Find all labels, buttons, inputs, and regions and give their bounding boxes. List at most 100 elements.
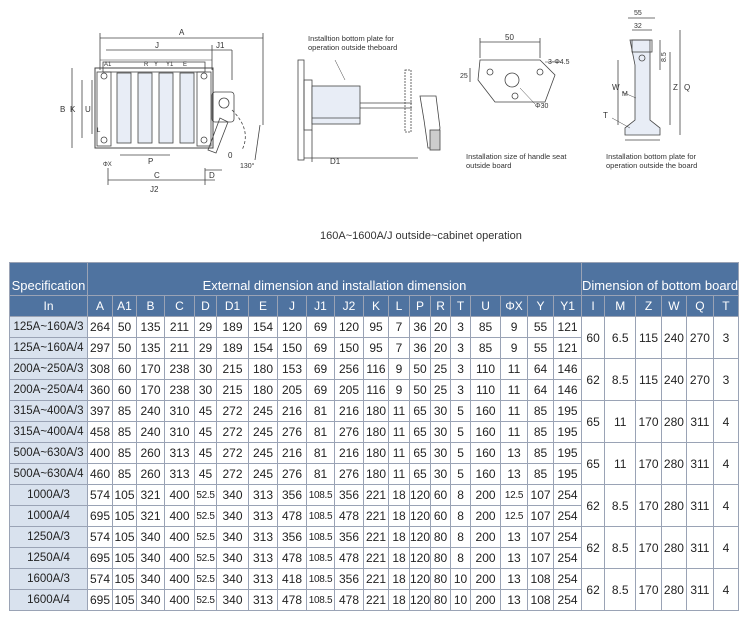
table-cell: 272	[216, 421, 249, 443]
table-cell: 11	[388, 442, 410, 464]
bottom-board-cell: 11	[604, 400, 637, 443]
table-cell: 400	[164, 568, 195, 590]
table-cell: 65	[408, 421, 432, 443]
table-cell: 5	[450, 421, 472, 443]
table-cell: 313	[248, 484, 278, 506]
table-cell: 254	[553, 526, 583, 548]
table-cell: 108	[527, 568, 555, 590]
table-cell: 238	[164, 358, 195, 380]
label-8-5: 8.5	[661, 52, 668, 62]
table-cell: 256	[334, 358, 364, 380]
table-cell: 120	[408, 505, 432, 527]
bottom-board-cell: 3	[712, 316, 740, 359]
table-cell: 276	[334, 421, 364, 443]
bottom-board-cell: 270	[686, 358, 714, 401]
table-cell: 45	[194, 421, 217, 443]
table-cell: 8	[450, 526, 472, 548]
table-cell: 200	[470, 505, 502, 527]
table-cell: 340	[216, 526, 249, 548]
label-K: K	[70, 105, 76, 114]
table-cell: 397	[87, 400, 113, 422]
table-cell: 30	[430, 442, 452, 464]
table-cell: 121	[553, 316, 583, 338]
table-cell: 107	[527, 505, 555, 527]
table-cell: 11	[388, 463, 410, 485]
table-cell: 12.5	[500, 484, 529, 506]
figure-side-labels: D1	[330, 157, 341, 166]
table-cell: 400	[164, 484, 195, 506]
table-cell: 254	[553, 484, 583, 506]
label-50: 50	[505, 33, 514, 42]
table-cell: 272	[216, 400, 249, 422]
table-cell: 120	[408, 568, 432, 590]
table-cell: 478	[277, 589, 307, 611]
label-zero: 0	[228, 151, 233, 160]
table-cell: 695	[87, 547, 113, 569]
table-cell: 7	[388, 337, 410, 359]
figure-handle-labels: 50 25 3-Φ4.5 Φ30	[460, 33, 570, 110]
table-cell: 211	[164, 316, 195, 338]
label-W: W	[612, 83, 620, 92]
label-M: M	[622, 91, 628, 98]
bottom-board-cell: 170	[635, 526, 662, 569]
table-cell: 216	[334, 442, 364, 464]
label-J1: J1	[216, 41, 225, 50]
figure-side-view	[297, 59, 441, 162]
column-header: J	[277, 295, 307, 317]
table-cell: 52.5	[194, 505, 217, 527]
bottom-board-cell: 311	[686, 442, 714, 485]
bottom-board-cell: 4	[712, 442, 740, 485]
table-cell: 95	[363, 316, 389, 338]
table-cell: 69	[306, 358, 335, 380]
figure-handle-seat	[469, 38, 560, 105]
bottom-board-cell: 8.5	[604, 358, 637, 401]
table-cell: 272	[216, 463, 249, 485]
table-cell: 340	[216, 505, 249, 527]
table-cell: 360	[87, 379, 113, 401]
bottom-board-cell: 62	[581, 526, 606, 569]
table-cell: 64	[527, 379, 555, 401]
spec-cell: 125A~160A/4	[9, 337, 88, 359]
bottom-board-cell: 4	[712, 484, 740, 527]
table-cell: 150	[277, 337, 307, 359]
column-header: J2	[334, 295, 364, 317]
bottom-board-cell: 8.5	[604, 568, 637, 611]
table-cell: 3	[450, 379, 472, 401]
label-angle: 130°	[240, 162, 255, 170]
table-cell: 458	[87, 421, 113, 443]
table-cell: 30	[430, 400, 452, 422]
figure-plate-labels: 55 32 8.5 W M Z Q T	[603, 10, 690, 120]
table-cell: 9	[500, 316, 529, 338]
bottom-board-cell: 280	[660, 484, 688, 527]
table-cell: 221	[363, 547, 389, 569]
table-cell: 150	[334, 337, 364, 359]
table-cell: 310	[164, 421, 195, 443]
table-cell: 18	[388, 484, 410, 506]
table-cell: 245	[248, 463, 278, 485]
table-cell: 85	[112, 463, 137, 485]
table-cell: 11	[388, 400, 410, 422]
label-U: U	[85, 105, 91, 114]
table-cell: 160	[470, 442, 502, 464]
bottom-board-cell: 60	[581, 316, 606, 359]
label-Q: Q	[684, 83, 690, 92]
label-J2: J2	[150, 185, 159, 194]
table-cell: 36	[408, 337, 432, 359]
table-cell: 13	[500, 442, 529, 464]
table-cell: 107	[527, 547, 555, 569]
label-Y: Y	[154, 62, 158, 68]
table-cell: 276	[334, 463, 364, 485]
table-cell: 400	[87, 442, 113, 464]
table-cell: 52.5	[194, 547, 217, 569]
table-cell: 313	[248, 505, 278, 527]
table-cell: 400	[164, 547, 195, 569]
bottom-board-cell: 170	[635, 568, 662, 611]
table-cell: 3	[450, 337, 472, 359]
side-view-caption: Installtion bottom plate for operation o…	[308, 34, 398, 52]
table-cell: 105	[112, 547, 137, 569]
table-cell: 85	[527, 442, 555, 464]
